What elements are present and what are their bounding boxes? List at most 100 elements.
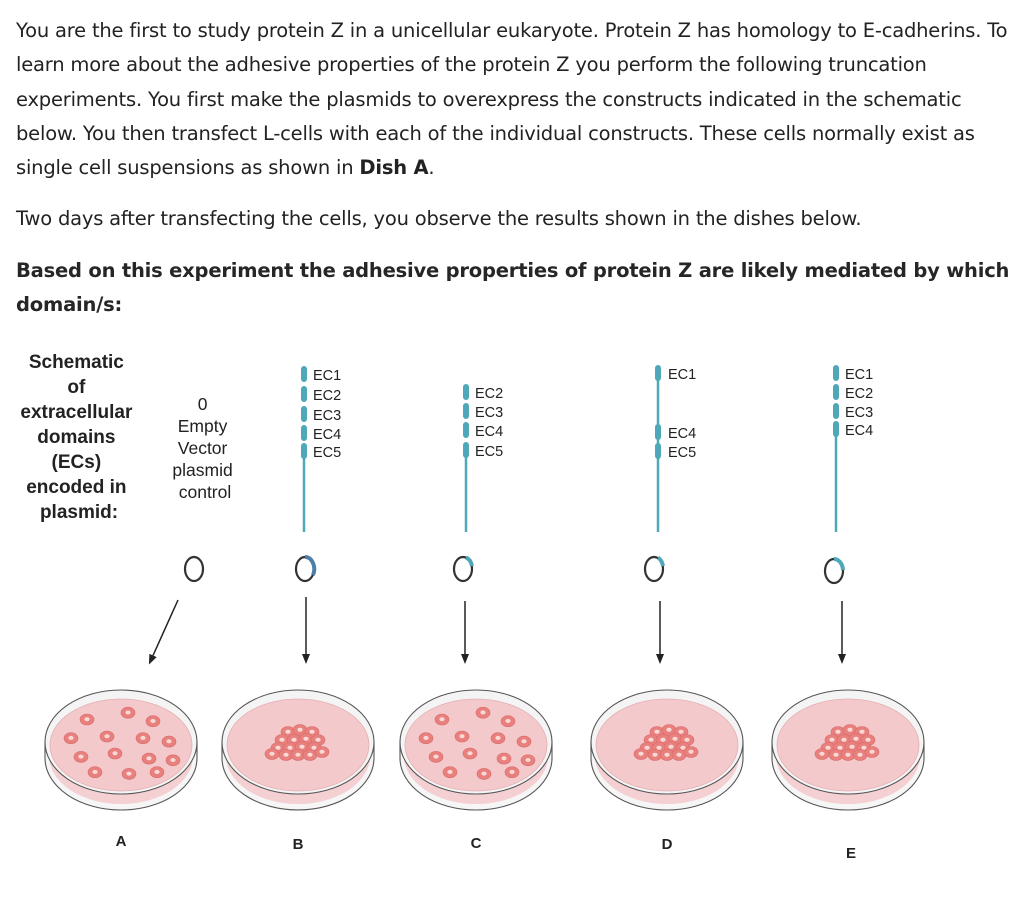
domain-label: EC1 xyxy=(313,368,341,384)
cell-group xyxy=(63,706,181,780)
cell-nucleus xyxy=(104,734,110,739)
cell-nucleus xyxy=(664,752,670,757)
domain-label: EC5 xyxy=(475,444,503,460)
domain-label: EC2 xyxy=(475,386,503,402)
cell-nucleus xyxy=(285,729,291,734)
cell-nucleus xyxy=(644,745,650,750)
dish-label-e: E xyxy=(846,845,856,862)
petri-dish-b xyxy=(221,689,375,811)
cell-nucleus xyxy=(423,735,429,740)
domain-bar xyxy=(301,406,307,422)
domain-label: EC1 xyxy=(845,367,873,383)
cell-nucleus xyxy=(140,735,146,740)
domain-label: EC4 xyxy=(475,424,503,440)
cell-nucleus xyxy=(315,737,321,742)
domain-bar xyxy=(833,384,839,400)
plasmid-icon-c xyxy=(452,555,474,583)
cell-nucleus xyxy=(837,745,843,750)
cell-nucleus xyxy=(275,745,281,750)
svg-text:EC1 EC2 EC3: EC1 EC2 EC3 EC4 xyxy=(845,367,877,439)
cell-group xyxy=(418,706,536,780)
cell-nucleus xyxy=(833,752,839,757)
construct-e: EC1 EC2 EC3 EC4 xyxy=(833,365,877,532)
svg-text:EC2 EC3 EC4: EC2 EC3 EC4 EC5 xyxy=(475,386,507,460)
domain-bar xyxy=(833,365,839,381)
cell-nucleus xyxy=(433,754,439,759)
cell-nucleus xyxy=(676,752,682,757)
cell-nucleus xyxy=(505,718,511,723)
cell-nucleus xyxy=(291,737,297,742)
cell-nucleus xyxy=(150,718,156,723)
cell-nucleus xyxy=(439,717,445,722)
cell-nucleus xyxy=(299,744,305,749)
domain-label: EC3 xyxy=(475,405,503,421)
cell-nucleus xyxy=(166,739,172,744)
cell-nucleus xyxy=(652,752,658,757)
domain-label: EC4 xyxy=(313,427,341,443)
cell-nucleus xyxy=(78,754,84,759)
cell-nucleus xyxy=(287,745,293,750)
petri-dish-c xyxy=(399,689,553,811)
cell-nucleus xyxy=(279,737,285,742)
dish-label-c: C xyxy=(471,835,482,852)
cell-nucleus xyxy=(666,727,672,732)
cell-group xyxy=(633,724,699,761)
cell-nucleus xyxy=(447,769,453,774)
cell-nucleus xyxy=(309,729,315,734)
cell-nucleus xyxy=(303,736,309,741)
domain-label: EC4 xyxy=(668,426,696,442)
cell-nucleus xyxy=(480,710,486,715)
cell-nucleus xyxy=(146,756,152,761)
plasmid-icon-d xyxy=(643,555,665,583)
petri-dish-a xyxy=(44,689,198,811)
question-paragraph-1: You are the first to study protein Z in … xyxy=(16,19,1008,180)
dish-label-d: D xyxy=(662,836,673,853)
question-prompt: Based on this experiment the adhesive pr… xyxy=(16,258,1010,317)
cell-nucleus xyxy=(307,752,313,757)
cell-nucleus xyxy=(495,735,501,740)
cell-nucleus xyxy=(841,737,847,742)
cell-nucleus xyxy=(509,769,515,774)
cell-nucleus xyxy=(92,769,98,774)
cell-nucleus xyxy=(84,717,90,722)
petri-dish-e xyxy=(771,689,925,811)
plasmid-icon-control xyxy=(183,555,205,583)
cell-nucleus xyxy=(654,729,660,734)
cell-nucleus xyxy=(825,745,831,750)
cell-nucleus xyxy=(684,737,690,742)
cell-nucleus xyxy=(853,736,859,741)
domain-bar xyxy=(655,365,661,381)
cell-nucleus xyxy=(865,737,871,742)
cell-nucleus xyxy=(521,739,527,744)
domain-label: EC4 xyxy=(845,423,873,439)
arrow-to-dish-a xyxy=(148,599,179,665)
cell-nucleus xyxy=(859,729,865,734)
domain-label: EC5 xyxy=(313,445,341,461)
construct-d: EC1 EC4 EC5 xyxy=(655,365,700,532)
cell-group xyxy=(264,724,330,761)
domain-bar xyxy=(301,386,307,402)
cell-nucleus xyxy=(125,710,131,715)
cell-nucleus xyxy=(672,736,678,741)
domain-bar xyxy=(463,442,469,458)
cell-nucleus xyxy=(857,752,863,757)
domain-label: EC3 xyxy=(313,408,341,424)
cell-nucleus xyxy=(295,752,301,757)
plasmid-icon-e xyxy=(823,556,845,585)
domain-label: EC3 xyxy=(845,405,873,421)
cell-nucleus xyxy=(688,749,694,754)
dish-label-b: B xyxy=(293,836,304,853)
plasmid-icon-b xyxy=(294,555,317,583)
cell-nucleus xyxy=(525,758,531,762)
domain-bar xyxy=(463,422,469,438)
domain-label: EC5 xyxy=(668,445,696,461)
cell-nucleus xyxy=(638,751,644,756)
question-text: You are the first to study protein Z in … xyxy=(16,14,1011,322)
domain-bar xyxy=(301,443,307,459)
domain-bar xyxy=(463,384,469,400)
cell-nucleus xyxy=(481,771,487,776)
svg-text:EC1 EC4 EC5: EC1 EC4 EC5 xyxy=(668,367,700,461)
cell-nucleus xyxy=(829,737,835,742)
dish-a-reference: Dish A xyxy=(359,156,429,180)
